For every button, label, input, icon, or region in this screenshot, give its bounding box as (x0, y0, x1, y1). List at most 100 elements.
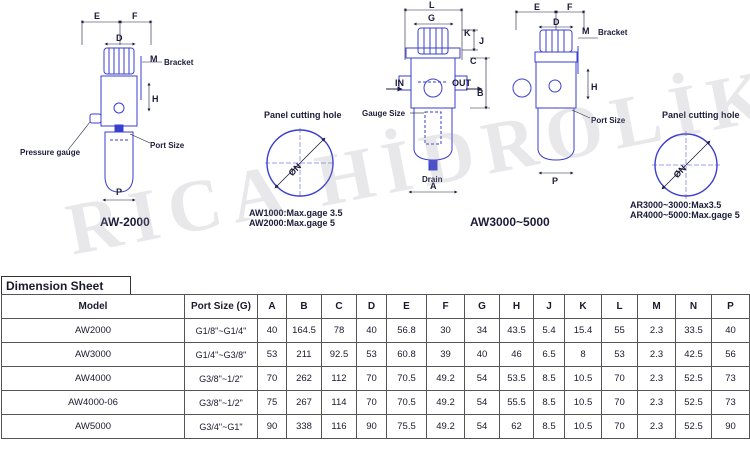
dimension-cell: 73 (711, 366, 750, 391)
dimension-cell: 53 (601, 342, 638, 367)
aw3000-port-size-label: Port Size (591, 116, 626, 125)
dimension-cell: 2.3 (637, 390, 676, 415)
dimension-cell: 2.3 (637, 366, 676, 391)
model-cell: AW5000 (1, 414, 185, 439)
aw3000-dim-l: L (429, 0, 435, 10)
dimension-cell: 60.8 (386, 342, 427, 367)
dimension-cell: 54 (464, 390, 500, 415)
aw2000-pressure-gauge-label: Pressure gauge (20, 148, 81, 157)
panel-left-diameter: ØN (287, 161, 304, 178)
aw3000-dim-k: K (464, 28, 471, 38)
aw2000-bracket-label: Bracket (164, 58, 194, 67)
dimension-cell: 10.5 (564, 366, 602, 391)
dimension-cell: 114 (321, 390, 357, 415)
panel-left-title: Panel cutting hole (264, 110, 342, 120)
dimension-cell: 262 (286, 366, 322, 391)
dimension-cell: 40 (464, 342, 500, 367)
aw2000-dim-h: H (152, 94, 159, 104)
dimension-cell: 55 (601, 318, 638, 343)
column-header: E (386, 294, 427, 319)
dimension-cell: 70 (601, 366, 638, 391)
aw3000-side-dim-m: M (582, 26, 590, 36)
dimension-cell: 53 (257, 342, 287, 367)
dimension-cell: 164.5 (286, 318, 322, 343)
aw2000-dim-e: E (94, 11, 100, 21)
dimension-sheet-title: Dimension Sheet (1, 276, 131, 294)
dimension-cell: 6.5 (533, 342, 565, 367)
dimension-cell: 10.5 (564, 390, 602, 415)
dimension-cell: 90 (711, 414, 750, 439)
dimension-cell: 90 (257, 414, 287, 439)
dimension-cell: 8 (564, 342, 602, 367)
dimension-cell: 70 (601, 414, 638, 439)
dimension-cell: 2.3 (637, 414, 676, 439)
dimension-cell: 46 (499, 342, 534, 367)
aw2000-port-size-label: Port Size (150, 141, 185, 150)
dimension-cell: 54 (464, 366, 500, 391)
dimension-cell: 40 (356, 318, 387, 343)
aw3000-gauge-size-label: Gauge Size (362, 109, 406, 118)
dimension-cell: 55.5 (499, 390, 534, 415)
panel-left-note-1: AW1000:Max.gage 3.5 (249, 208, 343, 218)
dimension-cell: 73 (711, 390, 750, 415)
dimension-cell: 2.3 (637, 318, 676, 343)
panel-right-note-1: AR3000~3000:Max3.5 (630, 200, 721, 210)
column-header: D (356, 294, 387, 319)
dimension-cell: 70 (356, 366, 387, 391)
column-header: H (499, 294, 534, 319)
dimension-cell: 10.5 (564, 414, 602, 439)
dimension-cell: 49.2 (426, 414, 465, 439)
column-header: C (321, 294, 357, 319)
port-size-cell: G1/8"~G1/4" (184, 318, 258, 343)
model-cell: AW2000 (1, 318, 185, 343)
dimension-cell: 56.8 (386, 318, 427, 343)
dimension-cell: 8.5 (533, 390, 565, 415)
dimension-cell: 75 (257, 390, 287, 415)
dimension-cell: 52.5 (675, 390, 712, 415)
column-header: B (286, 294, 322, 319)
dimension-cell: 42.5 (675, 342, 712, 367)
dimension-cell: 40 (711, 318, 750, 343)
dimension-cell: 5.4 (533, 318, 565, 343)
aw3000-dim-j: J (479, 36, 484, 46)
dimension-cell: 34 (464, 318, 500, 343)
model-cell: AW3000 (1, 342, 185, 367)
column-header: P (711, 294, 750, 319)
column-header: J (533, 294, 565, 319)
column-header: Model (1, 294, 185, 319)
dimension-cell: 56 (711, 342, 750, 367)
dimension-cell: 53 (356, 342, 387, 367)
dimension-cell: 40 (257, 318, 287, 343)
aw3000-drain-label: Drain (422, 175, 443, 184)
column-header: F (426, 294, 465, 319)
aw3000-side-dim-e: E (534, 2, 540, 12)
aw3000-side-dim-p: P (552, 176, 558, 186)
dimension-cell: 112 (321, 366, 357, 391)
dimension-cell: 92.5 (321, 342, 357, 367)
panel-right-note-2: AR4000~5000:Max.gage 5 (630, 210, 740, 220)
dimension-cell: 267 (286, 390, 322, 415)
column-header: A (257, 294, 287, 319)
aw3000-bracket-label: Bracket (598, 28, 628, 37)
model-cell: AW4000 (1, 366, 185, 391)
column-header: N (675, 294, 712, 319)
dimension-cell: 52.5 (675, 414, 712, 439)
drawing-svg: E F D M H P Bracket Port Size Pressure g… (20, 0, 740, 229)
panel-hole-right (652, 131, 720, 199)
aw3000-dim-g: G (428, 13, 435, 23)
column-header: G (464, 294, 500, 319)
dimension-cell: 338 (286, 414, 322, 439)
dimension-cell: 39 (426, 342, 465, 367)
dimension-cell: 211 (286, 342, 322, 367)
dimension-cell: 2.3 (637, 342, 676, 367)
port-size-cell: G3/4"~G1" (184, 414, 258, 439)
aw2000-dim-d: D (116, 33, 123, 43)
panel-left-note-2: AW2000:Max.gage 5 (249, 218, 335, 228)
aw3000-out-label: OUT (452, 78, 472, 88)
dimension-cell: 78 (321, 318, 357, 343)
